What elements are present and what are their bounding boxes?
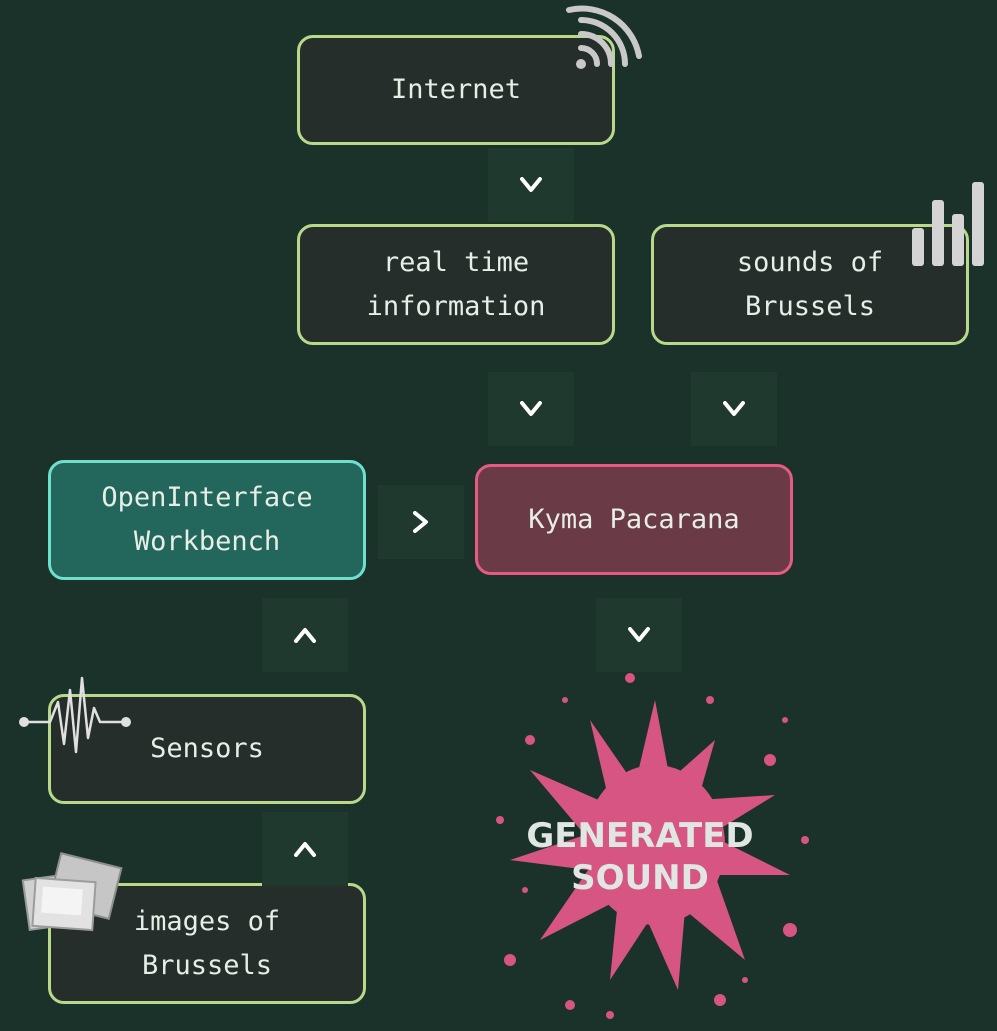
wifi-icon (566, 5, 642, 69)
generated-sound-label: GENERATED SOUND (526, 816, 754, 898)
node-real-time-information: real time information (297, 224, 615, 345)
arrow-internet-to-real-time (488, 148, 574, 222)
node-kyma-pacarana-label: Kyma Pacarana (528, 503, 740, 535)
node-internet: Internet (297, 35, 615, 145)
node-images-of-brussels: images of Brussels (48, 883, 366, 1004)
waveform-icon (19, 676, 131, 754)
arrow-real-time-to-kyma (488, 372, 574, 446)
node-openinterface-workbench-label: OpenInterface Workbench (101, 482, 313, 557)
chevron-down-icon (520, 401, 542, 416)
node-images-of-brussels-label: images of Brussels (133, 905, 281, 981)
chevron-up-icon (294, 628, 316, 643)
node-sensors: Sensors (48, 694, 366, 804)
node-sounds-of-brussels-label: sounds of Brussels (736, 246, 884, 322)
chevron-right-icon (413, 511, 428, 533)
node-real-time-information-label: real time information (366, 246, 546, 322)
node-kyma-pacarana: Kyma Pacarana (475, 464, 793, 575)
photos-icon (21, 852, 123, 932)
chevron-down-icon (723, 401, 745, 416)
node-openinterface-workbench: OpenInterface Workbench (48, 460, 366, 580)
chevron-down-icon (628, 627, 650, 642)
node-sounds-of-brussels: sounds of Brussels (651, 224, 969, 345)
arrow-openinterface-to-kyma (378, 485, 464, 559)
arrow-kyma-to-generated-sound (596, 598, 682, 672)
arrow-images-to-sensors (262, 812, 348, 886)
arrow-sensors-to-openinterface (262, 598, 348, 672)
chevron-up-icon (294, 842, 316, 857)
node-sensors-label: Sensors (150, 733, 264, 764)
paint-splash (496, 673, 809, 1019)
arrow-sounds-to-kyma (691, 372, 777, 446)
chevron-down-icon (520, 177, 542, 192)
node-internet-label: Internet (390, 74, 522, 105)
signal-bars-icon (912, 182, 984, 266)
